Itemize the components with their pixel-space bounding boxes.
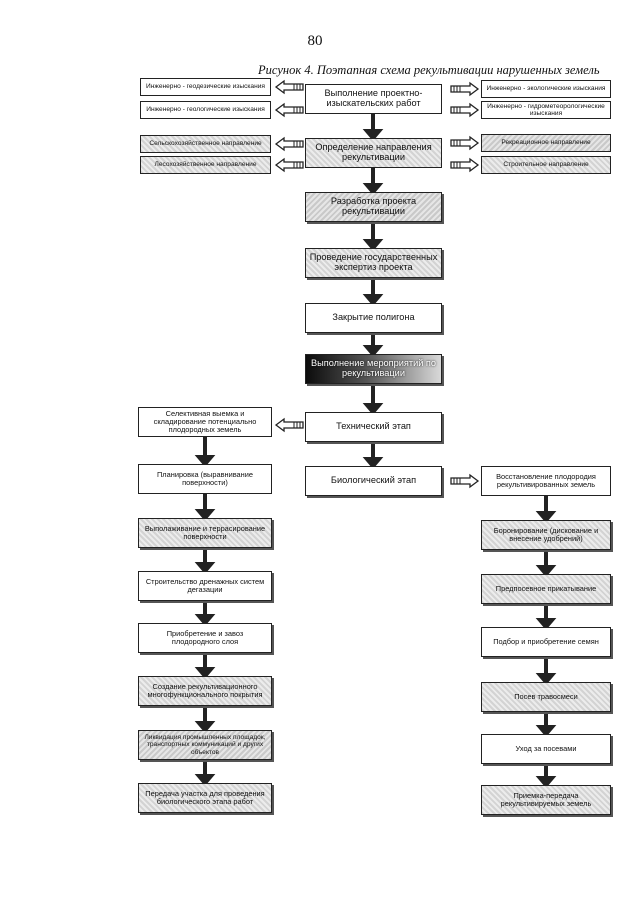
right-down-arrow-head xyxy=(535,725,557,738)
left-chain-liquidation: Ликвидация промышленных площадок, трансп… xyxy=(138,730,272,760)
page-number: 80 xyxy=(307,33,323,49)
right-side-arrow xyxy=(450,81,480,97)
right-side-arrow xyxy=(450,135,480,151)
center-down-arrow-head xyxy=(362,345,384,358)
left-side-arrow xyxy=(274,79,304,95)
center-step-survey: Выполнение проектно-изыскательских работ xyxy=(305,84,442,114)
left-side-arrow xyxy=(274,136,304,152)
right-top-ecological: Инженерно - экологические изыскания xyxy=(481,80,611,98)
center-step-direction: Определение направления рекультивации xyxy=(305,138,442,168)
figure-title: Рисунок 4. Поэтапная схема рекультивации… xyxy=(258,63,600,77)
right-chain-rolling: Предпосевное прикатывание xyxy=(481,574,611,604)
right-top-hydromet: Инженерно - гидрометеорологические изыск… xyxy=(481,101,611,119)
center-step-project: Разработка проекта рекультивации xyxy=(305,192,442,222)
left-down-arrow-head xyxy=(194,509,216,522)
right-down-arrow-head xyxy=(535,511,557,524)
right-chain-care: Уход за посевами xyxy=(481,734,611,764)
center-down-arrow-head xyxy=(362,129,384,142)
right-side-arrow xyxy=(450,157,480,173)
right-chain-harrowing: Боронирование (дискование и внесение удо… xyxy=(481,520,611,550)
right-down-arrow-head xyxy=(535,673,557,686)
right-chain-sowing: Посев травосмеси xyxy=(481,682,611,712)
left-down-arrow-head xyxy=(194,455,216,468)
left-down-arrow-head xyxy=(194,721,216,734)
center-step-closure: Закрытие полигона xyxy=(305,303,442,333)
right-chain-seeds: Подбор и приобретение семян xyxy=(481,627,611,657)
left-chain-fertile-layer: Приобретение и завоз плодородного слоя xyxy=(138,623,272,653)
left-side-arrow xyxy=(274,102,304,118)
left-side-arrow xyxy=(274,157,304,173)
center-down-arrow-head xyxy=(362,183,384,196)
right-top-construction: Строительное направление xyxy=(481,156,611,174)
center-step-expertise: Проведение государственных экспертиз про… xyxy=(305,248,442,278)
left-down-arrow-head xyxy=(194,774,216,787)
left-chain-cover: Создание рекультивационного многофункцио… xyxy=(138,676,272,706)
center-down-arrow-head xyxy=(362,457,384,470)
left-down-arrow-head xyxy=(194,667,216,680)
left-top-agricultural: Сельскохозяйственное направление xyxy=(140,135,271,153)
right-down-arrow-head xyxy=(535,618,557,631)
left-top-geological: Инженерно - геологические изыскания xyxy=(140,101,271,119)
left-chain-drainage: Строительство дренажных систем дегазации xyxy=(138,571,272,601)
right-top-recreational: Рекреационное направление xyxy=(481,134,611,152)
left-chain-transfer: Передача участка для проведения биологич… xyxy=(138,783,272,813)
center-down-arrow-head xyxy=(362,294,384,307)
center-step-biological: Биологический этап xyxy=(305,466,442,496)
center-down-arrow-head xyxy=(362,403,384,416)
center-step-technical: Технический этап xyxy=(305,412,442,442)
left-chain-excavation: Селективная выемка и складирование потен… xyxy=(138,407,272,437)
right-side-arrow xyxy=(450,473,480,489)
left-down-arrow-head xyxy=(194,562,216,575)
right-chain-acceptance: Приемка-передача рекультивируемых земель xyxy=(481,785,611,815)
left-chain-terracing: Выполаживание и террасирование поверхнос… xyxy=(138,518,272,548)
left-chain-levelling: Планировка (выравнивание поверхности) xyxy=(138,464,272,494)
right-down-arrow-head xyxy=(535,776,557,789)
left-down-arrow-head xyxy=(194,614,216,627)
left-top-geodetic: Инженерно - геодезические изыскания xyxy=(140,78,271,96)
center-down-arrow-head xyxy=(362,239,384,252)
center-step-measures: Выполнение мероприятий по рекультивации xyxy=(305,354,442,384)
right-down-arrow-head xyxy=(535,565,557,578)
right-chain-fertility: Восстановление плодородия рекультивирова… xyxy=(481,466,611,496)
left-top-forestry: Лесохозяйственное направление xyxy=(140,156,271,174)
left-side-arrow xyxy=(274,417,304,433)
right-side-arrow xyxy=(450,102,480,118)
